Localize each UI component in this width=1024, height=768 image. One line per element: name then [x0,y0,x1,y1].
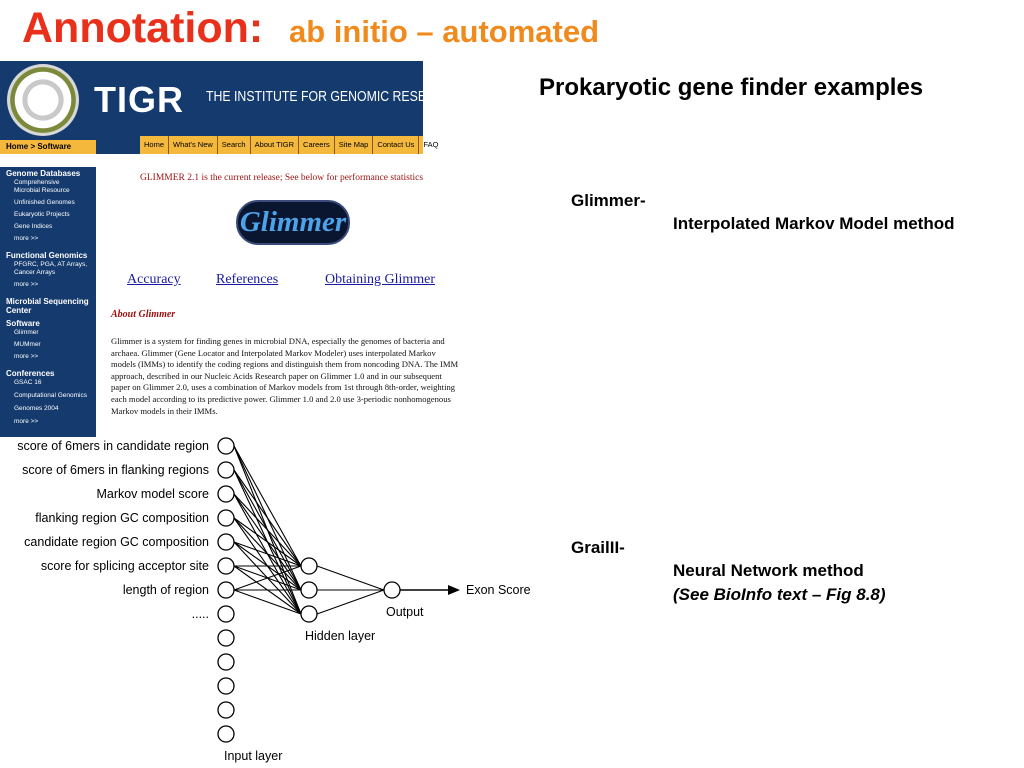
input-feature-label: score of 6mers in flanking regions [22,463,209,477]
hidden-node [300,605,318,623]
input-node [217,653,235,671]
tigr-logo: TIGR [94,79,184,120]
sidebar-item-genomes-2004[interactable]: Genomes 2004 [14,405,59,412]
sidebar-item-more-4[interactable]: more >> [14,418,39,425]
input-layer-label: Input layer [224,749,282,763]
section-heading: Prokaryotic gene finder examples [539,74,924,101]
sidebar-item-gsac[interactable]: GSAC 16 [14,379,42,386]
about-line: Glimmer is a system for finding genes in… [111,336,445,346]
nav-whats-new[interactable]: What's New [169,136,218,154]
input-hidden-edge [233,493,302,567]
sidebar: Genome Databases Comprehensive Microbial… [0,167,96,437]
exon-score-label: Exon Score [466,583,531,597]
about-heading: About Glimmer [111,309,176,320]
top-nav: Home What's New Search About TIGR Career… [140,136,438,154]
nav-about[interactable]: About TIGR [251,136,300,154]
grail-label: GrailII- [571,538,625,557]
nav-contact[interactable]: Contact Us [373,136,420,154]
glimmer-label: Glimmer- [571,191,646,210]
about-line: models (IMMs) to identify the coding reg… [111,359,459,370]
sidebar-head-genome-databases[interactable]: Genome Databases [6,169,81,178]
input-node [217,701,235,719]
about-paragraph: Glimmer is a system for finding genes in… [111,336,476,417]
input-node [217,557,235,575]
input-feature-label: Markov model score [96,487,209,501]
sidebar-item-comp-genomics[interactable]: Computational Genomics [14,392,87,399]
nav-site-map[interactable]: Site Map [335,136,374,154]
link-obtaining-glimmer[interactable]: Obtaining Glimmer [325,272,436,287]
sidebar-item-arrays[interactable]: PFGRC, PGA, AT Arrays, Cancer Arrays [14,261,88,276]
about-line: archaea. Glimmer (Gene Locator and Inter… [111,347,436,358]
hidden-node [300,557,318,575]
sidebar-head-functional-genomics[interactable]: Functional Genomics [6,251,88,260]
about-line: Markov models in their IMMs. [111,405,218,416]
sidebar-head-conferences[interactable]: Conferences [6,369,55,378]
sidebar-item-more-1[interactable]: more >> [14,235,39,242]
nav-home[interactable]: Home [140,136,170,154]
input-feature-label: length of region [123,583,209,597]
about-line[interactable]: paper on Glimmer 2.0, uses a combination… [111,382,456,393]
input-node [217,461,235,479]
glimmer-logo: Glimmer [236,200,350,245]
input-node [217,533,235,551]
input-hidden-edge [233,589,302,615]
link-references[interactable]: References [216,272,279,287]
input-feature-label: candidate region GC composition [24,535,209,549]
sidebar-item-gene-indices[interactable]: Gene Indices [14,223,53,230]
hidden-layer-label: Hidden layer [305,629,375,643]
input-node [217,581,235,599]
input-node [217,725,235,743]
genome-map-logo-icon [7,64,79,136]
output-label: Output [386,605,424,619]
input-feature-label: score of 6mers in candidate region [17,439,209,453]
nav-careers[interactable]: Careers [299,136,335,154]
sidebar-item-unfinished[interactable]: Unfinished Genomes [14,199,75,206]
input-hidden-edge [233,445,302,567]
sidebar-head-sequencing-center[interactable]: Microbial Sequencing Center [6,297,89,315]
input-feature-label: flanking region GC composition [35,511,209,525]
grail-method: Neural Network method [673,561,864,580]
input-hidden-edge [233,469,302,567]
release-notice: GLIMMER 2.1 is the current release; See … [140,173,424,183]
slide-subtitle: ab initio – automated [289,14,600,49]
input-feature-label: ..... [192,607,209,621]
nav-faq[interactable]: FAQ [423,140,439,149]
sidebar-item-mummer[interactable]: MUMmer [14,341,41,348]
input-node [217,629,235,647]
sidebar-item-cmr[interactable]: Comprehensive Microbial Resource [14,179,70,194]
sidebar-item-more-2[interactable]: more >> [14,281,39,288]
output-arrow-head-icon [448,585,460,595]
institute-name: THE INSTITUTE FOR GENOMIC RESEARCH [206,88,461,105]
input-node [217,605,235,623]
link-accuracy[interactable]: Accuracy [127,272,181,287]
hidden-output-edge [316,589,385,615]
input-node [217,437,235,455]
tigr-banner: TIGR THE INSTITUTE FOR GENOMIC RESEARCH … [0,61,461,154]
input-node [217,485,235,503]
input-node [217,509,235,527]
tigr-webpage-screenshot: TIGR THE INSTITUTE FOR GENOMIC RESEARCH … [0,61,483,437]
breadcrumb[interactable]: Home > Software [0,140,96,154]
sidebar-item-eukaryotic[interactable]: Eukaryotic Projects [14,211,70,218]
hidden-node [300,581,318,599]
sidebar-item-glimmer[interactable]: Glimmer [14,329,39,336]
about-line[interactable]: approach, described in our Nucleic Acids… [111,370,442,381]
input-hidden-edge [233,541,302,567]
neural-network-diagram: score of 6mers in candidate region score … [17,437,531,763]
input-hidden-edge [233,565,302,591]
grail-reference: (See BioInfo text – Fig 8.8) [673,585,886,604]
nav-search[interactable]: Search [218,136,251,154]
input-node [217,677,235,695]
slide-title: Annotation: [22,4,264,52]
output-node [383,581,401,599]
input-hidden-edge [233,517,302,567]
sidebar-head-software[interactable]: Software [6,319,40,328]
about-line: each model according to its predictive p… [111,393,451,404]
glimmer-method: Interpolated Markov Model method [673,214,955,233]
sidebar-item-more-3[interactable]: more >> [14,353,39,360]
hidden-output-edge [316,565,385,591]
input-feature-label: score for splicing acceptor site [41,559,209,573]
